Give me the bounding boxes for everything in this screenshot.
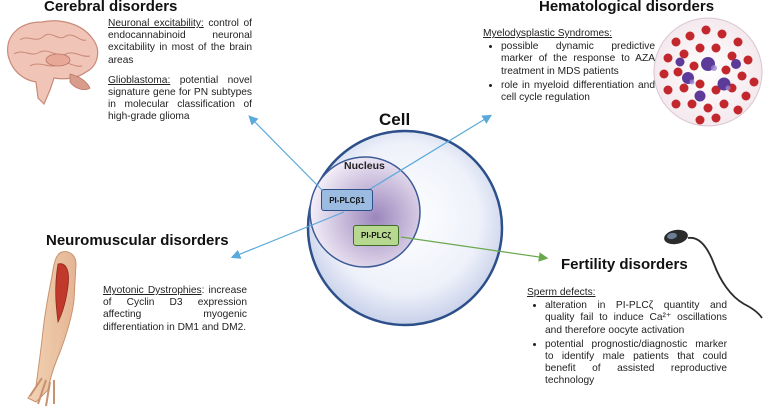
fertility-text: Sperm defects: alteration in PI-PLCζ qua… <box>527 287 727 390</box>
hematological-text: Myelodysplastic Syndromes: possible dyna… <box>483 28 655 106</box>
mds-bullet: possible dynamic predictive marker of th… <box>501 41 655 78</box>
blood-smear-illustration <box>653 17 763 127</box>
arrow-to-cerebral <box>248 115 323 191</box>
mds-bullet: role in myeloid differentiation and cell… <box>501 80 655 104</box>
neuromuscular-title: Neuromuscular disorders <box>46 232 229 249</box>
nucleus <box>309 156 421 268</box>
neuromuscular-text: Myotonic Dystrophies: increase of Cyclin… <box>103 285 247 342</box>
pi-plcb1-label: PI-PLCβ1 <box>329 195 365 205</box>
nucleus-label: Nucleus <box>344 160 385 172</box>
glioblastoma-heading: Glioblastoma: <box>108 74 171 86</box>
sperm-illustration <box>664 229 763 319</box>
glioblastoma-body: potential novel signature gene for PN su… <box>108 74 252 123</box>
myotonic-dystrophies-heading: Myotonic Dystrophies <box>103 285 202 296</box>
sperm-defects-heading: Sperm defects: <box>527 287 596 298</box>
arrow-to-neuromuscular <box>230 211 345 259</box>
myotonic-dystrophies-body: : increase of Cyclin D3 expression affec… <box>103 285 247 333</box>
cerebral-title: Cerebral disorders <box>44 0 178 15</box>
sperm-bullet: alteration in PI-PLCζ quantity and quali… <box>545 300 727 337</box>
cerebral-text: Neuronal excitability: control of endoca… <box>108 18 252 132</box>
sperm-bullet: potential prognostic/diagnostic marker t… <box>545 339 727 388</box>
neuronal-excitability-body: control of endocannabinoid neuronal exci… <box>108 18 252 66</box>
arrow-to-fertility <box>400 236 549 262</box>
arm-muscle-illustration <box>27 251 77 407</box>
fertility-title: Fertility disorders <box>561 256 688 273</box>
pi-plcb1-box: PI-PLCβ1 <box>321 189 373 211</box>
pi-plcz-label: PI-PLCζ <box>361 231 391 240</box>
cell-label: Cell <box>379 110 411 129</box>
brain-illustration <box>7 20 99 106</box>
mds-heading: Myelodysplastic Syndromes: <box>483 28 613 39</box>
arrow-to-hematological <box>356 114 493 198</box>
hematological-title: Hematological disorders <box>539 0 715 15</box>
neuronal-excitability-heading: Neuronal excitability: <box>108 18 204 29</box>
pi-plcz-box: PI-PLCζ <box>353 225 399 246</box>
